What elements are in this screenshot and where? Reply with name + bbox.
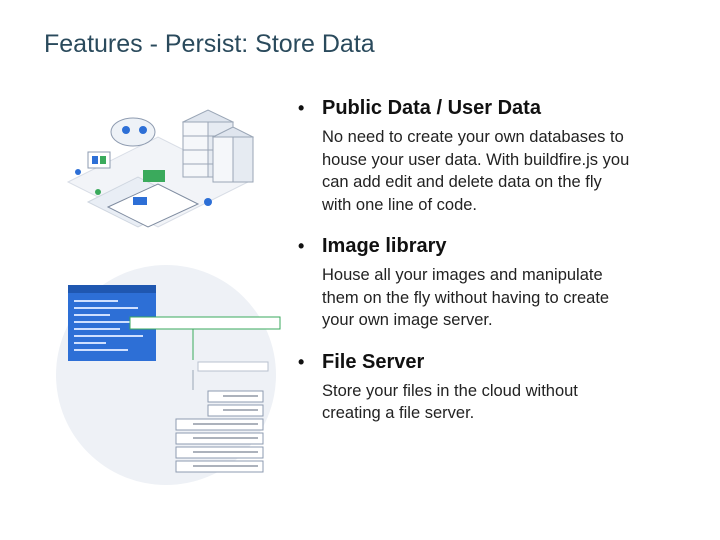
desc-line: No need to create your own databases to	[322, 128, 624, 146]
bullet-dot: •	[298, 236, 305, 256]
bullet-list: • Public Data / User Data No need to crea…	[298, 96, 708, 443]
desc-line: House all your images and manipulate	[322, 266, 603, 284]
database-illustration	[66, 109, 255, 228]
bullet-dot: •	[298, 98, 305, 118]
bullet-heading: Public Data / User Data	[322, 97, 541, 119]
bullet-heading: File Server	[322, 350, 425, 373]
bullet-description: Store your files in the cloud without cr…	[322, 380, 708, 425]
bullet-description: No need to create your own databases to …	[322, 126, 708, 216]
desc-line: with one line of code.	[322, 195, 478, 214]
desc-line: Store your files in the cloud without	[322, 381, 578, 400]
slide-title: Features - Persist: Store Data	[44, 30, 375, 58]
list-item: • Public Data / User Data No need to crea…	[298, 96, 708, 216]
desc-line: house your user data. With buildfire.js …	[322, 150, 630, 169]
bullet-dot: •	[298, 351, 305, 372]
file-server-illustration	[56, 265, 281, 485]
list-item: • File Server Store your files in the clo…	[298, 350, 708, 425]
list-item: • Image library House all your images and…	[298, 234, 708, 332]
bullet-heading: Image library	[322, 235, 447, 257]
bullet-description: House all your images and manipulate the…	[322, 264, 708, 332]
desc-line: creating a file server.	[322, 404, 475, 422]
desc-line: can add edit and delete data on the fly	[322, 173, 602, 191]
desc-line: them on the fly without having to create	[322, 288, 610, 307]
desc-line: your own image server.	[322, 311, 493, 329]
